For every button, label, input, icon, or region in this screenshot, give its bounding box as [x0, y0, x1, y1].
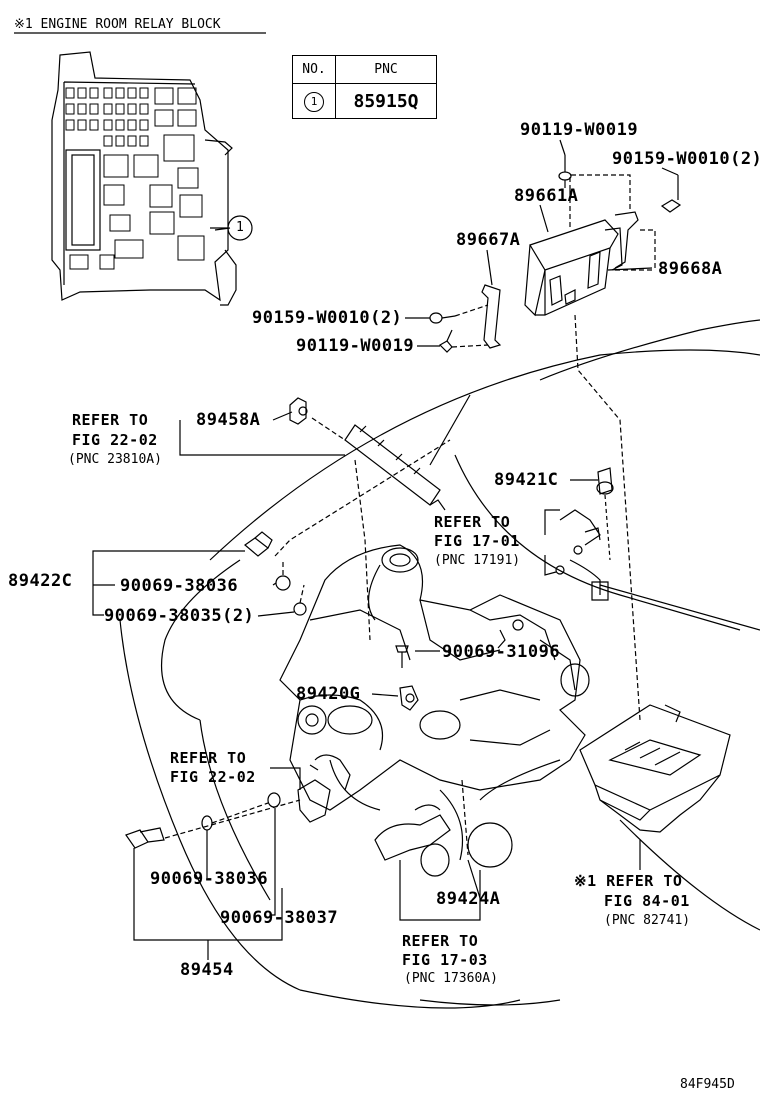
part-label-90119-w0019-left[interactable]: 90119-W0019: [296, 336, 415, 356]
refer-fig84-01-line2[interactable]: FIG 84-01: [604, 892, 690, 910]
part-label-90159-w0010-left[interactable]: 90159-W0010(2): [252, 308, 403, 328]
refer-fig22-02-a-line2[interactable]: FIG 22-02: [72, 431, 158, 449]
sensor-89420g: [399, 685, 419, 711]
part-label-89420g[interactable]: 89420G: [296, 684, 361, 704]
ecu-guide-lines: [451, 174, 656, 721]
refer-fig22-02-b-line1[interactable]: REFER TO: [170, 749, 247, 767]
part-label-90159-w0010-top[interactable]: 90159-W0010(2): [612, 149, 760, 169]
sensor-89421c-guide: [604, 494, 611, 561]
figure-code: 84F945D: [680, 1077, 735, 1092]
ecu-drawing: [481, 211, 639, 349]
bolt-90159-left: [429, 312, 456, 324]
part-label-90119-w0019-top[interactable]: 90119-W0019: [520, 120, 639, 140]
sensor-89422c: [244, 531, 307, 616]
refer-fig22-02-b-line2[interactable]: FIG 22-02: [170, 768, 256, 786]
part-label-89667a[interactable]: 89667A: [456, 230, 521, 250]
refer-fig84-01-line3: (PNC 82741): [604, 913, 691, 928]
pnc-row-no: 1: [304, 92, 324, 112]
sensor-89454: [125, 792, 281, 849]
refer-fig17-03-line3: (PNC 17360A): [404, 971, 498, 986]
vehicle-body-outline: [119, 319, 760, 1009]
part-label-90069-38036-a[interactable]: 90069-38036: [120, 576, 239, 596]
part-label-89668a[interactable]: 89668A: [658, 259, 723, 279]
refer-fig17-01-line2[interactable]: FIG 17-01: [434, 532, 520, 550]
oxygen-sensor-upper: [297, 754, 351, 823]
bolt-90119-left: [439, 329, 453, 353]
part-label-89454[interactable]: 89454: [180, 960, 234, 980]
bolt-90159-top: [660, 175, 682, 213]
leader-lines: [92, 139, 679, 960]
refer-fig17-03-line1[interactable]: REFER TO: [402, 932, 479, 950]
relay-box-drawing: [579, 704, 731, 833]
engine-drawing: [279, 544, 590, 877]
col-pnc-header: PNC: [335, 55, 437, 84]
refer-fig22-02-a-line1[interactable]: REFER TO: [72, 411, 149, 429]
part-label-89661a[interactable]: 89661A: [514, 186, 579, 206]
refer-fig17-03-line2[interactable]: FIG 17-03: [402, 951, 488, 969]
part-label-90069-38036-b[interactable]: 90069-38036: [150, 869, 269, 889]
refer-fig22-02-a-line3: (PNC 23810A): [68, 452, 162, 467]
callout-marker: 1: [236, 220, 244, 235]
part-label-89422c[interactable]: 89422C: [8, 571, 73, 591]
sensor-89421c: [555, 467, 614, 601]
pnc-table-row: 1 85915Q: [292, 83, 437, 119]
pnc-table-header: NO. PNC: [292, 55, 437, 84]
relay-block-drawing: [51, 51, 237, 306]
pnc-row-no-cell: 1: [292, 83, 336, 119]
bolt-90119-top: [558, 155, 572, 188]
callout-1: [210, 215, 253, 241]
part-label-90069-31096[interactable]: 90069-31096: [442, 642, 561, 662]
page-title: ※1 ENGINE ROOM RELAY BLOCK: [14, 17, 221, 32]
sensor-guide-lines: [164, 439, 469, 856]
refer-fig17-01-line1[interactable]: REFER TO: [434, 513, 511, 531]
part-label-89421c[interactable]: 89421C: [494, 470, 559, 490]
part-label-89424a[interactable]: 89424A: [436, 889, 501, 909]
fuel-rail-drawing: [289, 397, 446, 511]
part-label-90069-38037[interactable]: 90069-38037: [220, 908, 339, 928]
refer-fig17-01-line3: (PNC 17191): [434, 553, 521, 568]
part-label-89458a[interactable]: 89458A: [196, 410, 261, 430]
part-label-90069-38035[interactable]: 90069-38035(2): [104, 606, 255, 626]
bolt-90069-31096: [395, 645, 409, 668]
refer-fig84-01-line1[interactable]: ※1 REFER TO: [574, 872, 683, 890]
fuel-rail-guide: [311, 417, 346, 441]
col-no-header: NO.: [292, 55, 336, 84]
pnc-row-value: 85915Q: [335, 83, 437, 119]
pnc-table: NO. PNC 1 85915Q: [292, 55, 437, 119]
